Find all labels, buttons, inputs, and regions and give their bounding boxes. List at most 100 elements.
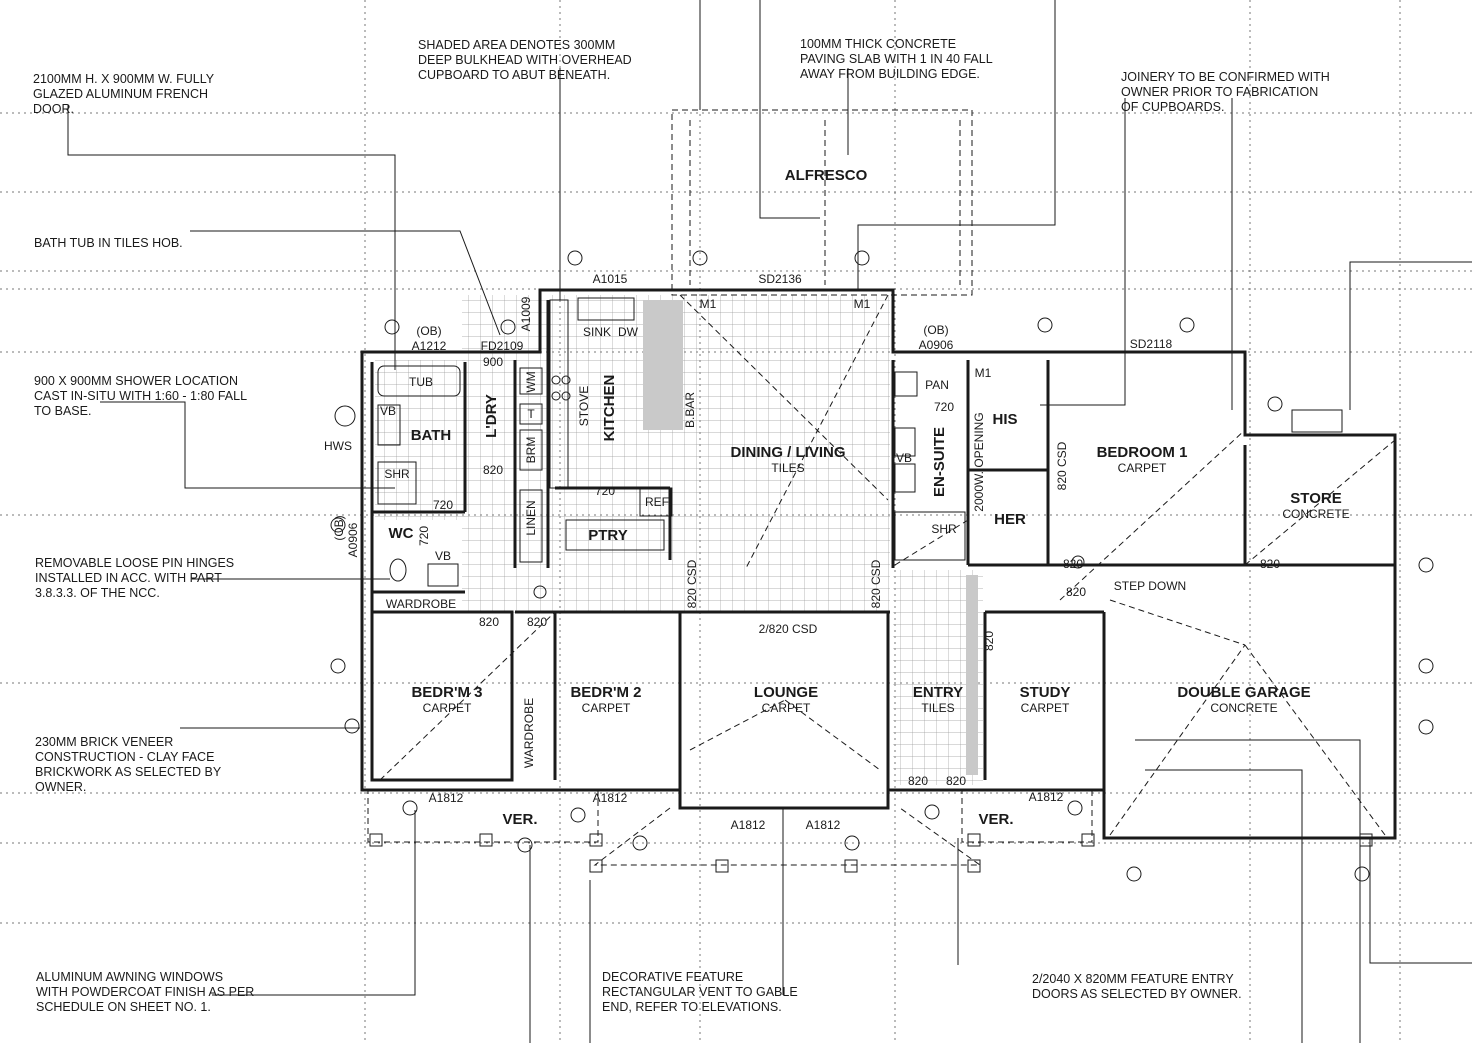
tag-wm: WM <box>524 371 538 392</box>
note-bath-tub: BATH TUB IN TILES HOB. <box>34 236 183 250</box>
tag-vb-bath: VB <box>380 404 396 418</box>
room-labels: ALFRESCO KITCHEN DINING / LIVING TILES B… <box>389 167 1350 828</box>
tag-vb-ens: VB <box>896 451 912 465</box>
room-bedroom1-finish: CARPET <box>1118 461 1167 475</box>
tag-a1812-c: A1812 <box>731 818 766 832</box>
verandahs <box>367 789 1093 866</box>
note-bulkhead: SHADED AREA DENOTES 300mmDEEP BULKHEAD W… <box>418 38 632 82</box>
electrical-markers <box>330 250 1434 882</box>
tag-hws: HWS <box>324 439 352 453</box>
tag-wardrobe-left: WARDROBE <box>386 597 456 611</box>
tag-d820-bed3: 820 <box>479 615 499 629</box>
tag-sd2118: SD2118 <box>1130 337 1173 351</box>
tag-tub: TUB <box>409 375 433 389</box>
room-bedr2-finish: CARPET <box>582 701 631 715</box>
tag-d820-store: 820 <box>1260 557 1280 571</box>
tag-d820-study: 820 <box>982 631 996 651</box>
tag-wardrobe-mid: WARDROBE <box>522 698 536 768</box>
room-kitchen: KITCHEN <box>601 375 618 442</box>
room-bedr2: BEDR'M 2 <box>570 684 641 701</box>
room-ver-right: VER. <box>978 811 1013 828</box>
tag-dw: DW <box>618 325 639 339</box>
dimension-tags: A1015 SD2136 A1009 M1 M1 M1 (OB) A1212 F… <box>324 272 1280 832</box>
room-study-finish: CARPET <box>1021 701 1070 715</box>
room-entry-finish: TILES <box>921 701 954 715</box>
tag-entry-820b: 820 <box>946 774 966 788</box>
room-ver-left: VER. <box>502 811 537 828</box>
room-alfresco: ALFRESCO <box>785 167 868 184</box>
tag-opening: 2000W. OPENING <box>972 412 986 511</box>
tag-b-bar: B.BAR <box>683 392 697 428</box>
tag-ob-left: (OB) <box>332 515 346 540</box>
room-bath: BATH <box>411 427 452 444</box>
leader-lines <box>67 0 1472 1043</box>
room-ensuite: EN-SUITE <box>931 427 948 497</box>
room-ptry: PTRY <box>588 527 627 544</box>
tag-d720-ptry: 720 <box>595 484 615 498</box>
fixtures <box>334 297 1343 587</box>
room-store-finish: CONCRETE <box>1282 507 1349 521</box>
room-lounge: LOUNGE <box>754 684 818 701</box>
roof-lines <box>379 294 1396 836</box>
room-garage-finish: CONCRETE <box>1210 701 1277 715</box>
room-entry: ENTRY <box>913 684 963 701</box>
tag-t: T <box>527 407 535 421</box>
room-study: STUDY <box>1020 684 1071 701</box>
tag-csd-left: 820 CSD <box>685 559 699 608</box>
tag-d900: 900 <box>483 355 503 369</box>
room-his: HIS <box>992 411 1017 428</box>
tag-a1812-b: A1812 <box>593 791 628 805</box>
tag-a0906: A0906 <box>919 338 954 352</box>
room-dining-finish: TILES <box>771 461 804 475</box>
room-bedr3-finish: CARPET <box>423 701 472 715</box>
tag-a0906-left: A0906 <box>346 522 360 557</box>
tag-csd-right: 820 CSD <box>869 559 883 608</box>
tag-csd-bed1: 820 CSD <box>1055 441 1069 490</box>
tag-entry-820a: 820 <box>908 774 928 788</box>
tag-sink: SINK <box>583 325 611 339</box>
tag-m1-left: M1 <box>700 297 717 311</box>
tag-d820-bed1b: 820 <box>1066 585 1086 599</box>
tag-d820-bed1: 820 <box>1063 557 1083 571</box>
room-lounge-finish: CARPET <box>762 701 811 715</box>
room-dining: DINING / LIVING <box>730 444 845 461</box>
tag-pan: PAN <box>925 378 949 392</box>
alfresco-slab <box>671 109 973 296</box>
tag-linen: LINEN <box>524 500 538 535</box>
tag-csd-lounge: 2/820 CSD <box>759 622 818 636</box>
tag-d720-bath: 720 <box>433 498 453 512</box>
room-bedroom1: BEDROOM 1 <box>1097 444 1188 461</box>
tag-a1812-a: A1812 <box>429 791 464 805</box>
room-store: STORE <box>1290 490 1341 507</box>
tag-a1812-e: A1812 <box>1029 790 1064 804</box>
tag-d720-ens: 720 <box>934 400 954 414</box>
tag-vb-wc: VB <box>435 549 451 563</box>
tag-a1009: A1009 <box>519 296 533 331</box>
tag-d720-wc: 720 <box>417 526 431 546</box>
tag-a1812-d: A1812 <box>806 818 841 832</box>
tag-ob-a0906: (OB) <box>923 323 948 337</box>
tag-d820-bed2: 820 <box>527 615 547 629</box>
room-wc: WC <box>389 525 414 542</box>
room-bedr3: BEDR'M 3 <box>411 684 482 701</box>
tag-shr-ens: SHR <box>931 522 957 536</box>
tiled-areas <box>375 295 983 785</box>
room-her: HER <box>994 511 1026 528</box>
tag-d820-ldry: 820 <box>483 463 503 477</box>
tag-sd2136: SD2136 <box>758 272 802 286</box>
tag-a1015: A1015 <box>593 272 628 286</box>
tag-brm: BRM <box>524 437 538 464</box>
room-garage: DOUBLE GARAGE <box>1177 684 1310 701</box>
tag-ref: REF <box>645 495 669 509</box>
tag-stove: STOVE <box>577 386 591 426</box>
tag-ob-a1212: (OB) <box>416 324 441 338</box>
